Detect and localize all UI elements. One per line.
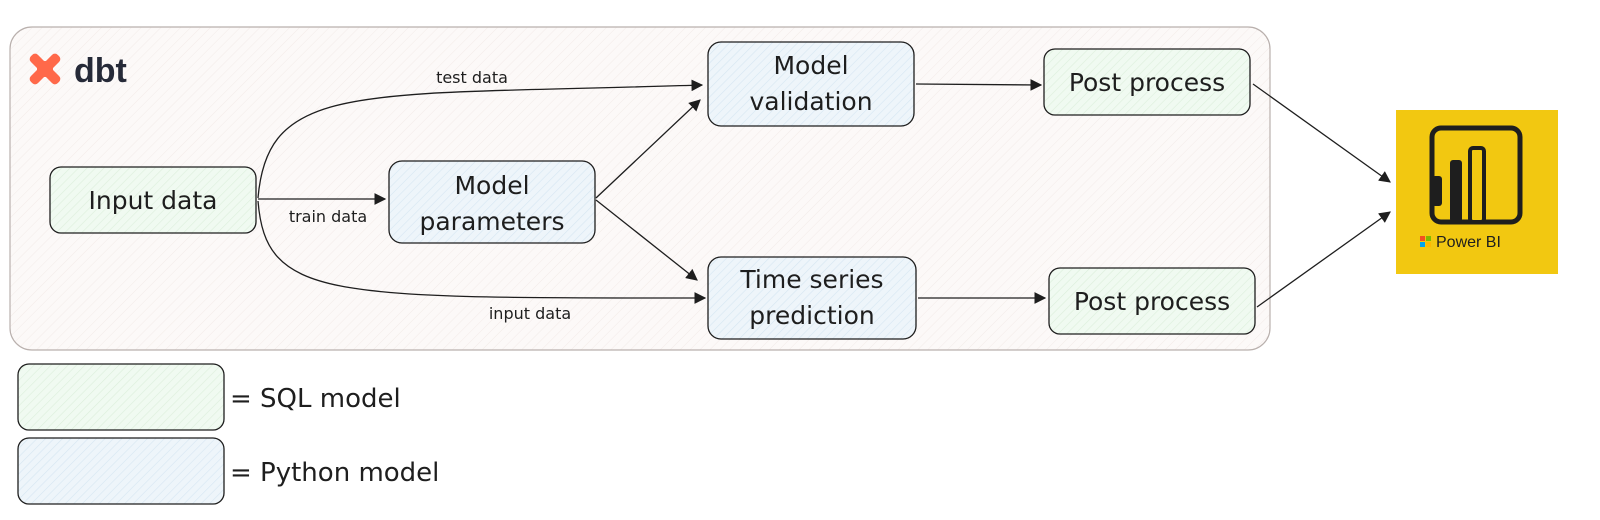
edge-label-test-data: test data (436, 68, 508, 87)
dbt-logo-icon (29, 53, 61, 85)
edge-label-train-data: train data (289, 207, 367, 226)
edge-input-data (257, 200, 707, 304)
edge-post-top-to-powerbi (1252, 83, 1391, 183)
node-post-process-bottom-label: Post process (1074, 287, 1230, 316)
node-post-process-top-label: Post process (1069, 68, 1225, 97)
node-time-series-prediction-label-1: Time series (739, 265, 883, 294)
node-model-parameters-label-2: parameters (419, 207, 564, 236)
edges (257, 79, 1391, 308)
legend-python-label: = Python model (230, 458, 439, 488)
dbt-logo: dbt (29, 52, 127, 90)
node-time-series-prediction: Time series prediction (707, 256, 917, 340)
node-model-validation: Model validation (707, 41, 915, 127)
legend-sql-label: = SQL model (230, 384, 401, 414)
node-post-process-bottom: Post process (1048, 267, 1256, 335)
edge-label-input-data: input data (489, 304, 571, 323)
node-model-validation-label-2: validation (749, 87, 872, 116)
legend: = SQL model = Python model (17, 363, 439, 505)
powerbi-tile: Power BI (1396, 110, 1558, 274)
edge-test-data (257, 79, 704, 199)
legend-python: = Python model (17, 437, 439, 505)
edge-params-to-validation (595, 99, 701, 199)
dbt-logo-text: dbt (74, 52, 127, 90)
node-model-parameters-label-1: Model (454, 171, 529, 200)
legend-python-swatch (17, 437, 225, 505)
edge-post-bottom-to-powerbi (1256, 211, 1391, 308)
legend-sql-swatch (17, 363, 225, 431)
node-input-data: Input data (49, 166, 257, 234)
node-input-data-label: Input data (89, 186, 218, 215)
powerbi-label: Power BI (1436, 234, 1501, 251)
node-time-series-prediction-label-2: prediction (749, 301, 874, 330)
node-model-validation-label-1: Model (773, 51, 848, 80)
node-model-parameters: Model parameters (388, 160, 596, 244)
edge-params-to-prediction (595, 199, 698, 281)
legend-sql: = SQL model (17, 363, 401, 431)
microsoft-logo-icon (1420, 236, 1431, 247)
powerbi-logo-icon (1429, 125, 1523, 225)
edge-validation-to-post (915, 79, 1043, 91)
node-post-process-top: Post process (1043, 48, 1251, 116)
dbt-container (9, 26, 1271, 351)
